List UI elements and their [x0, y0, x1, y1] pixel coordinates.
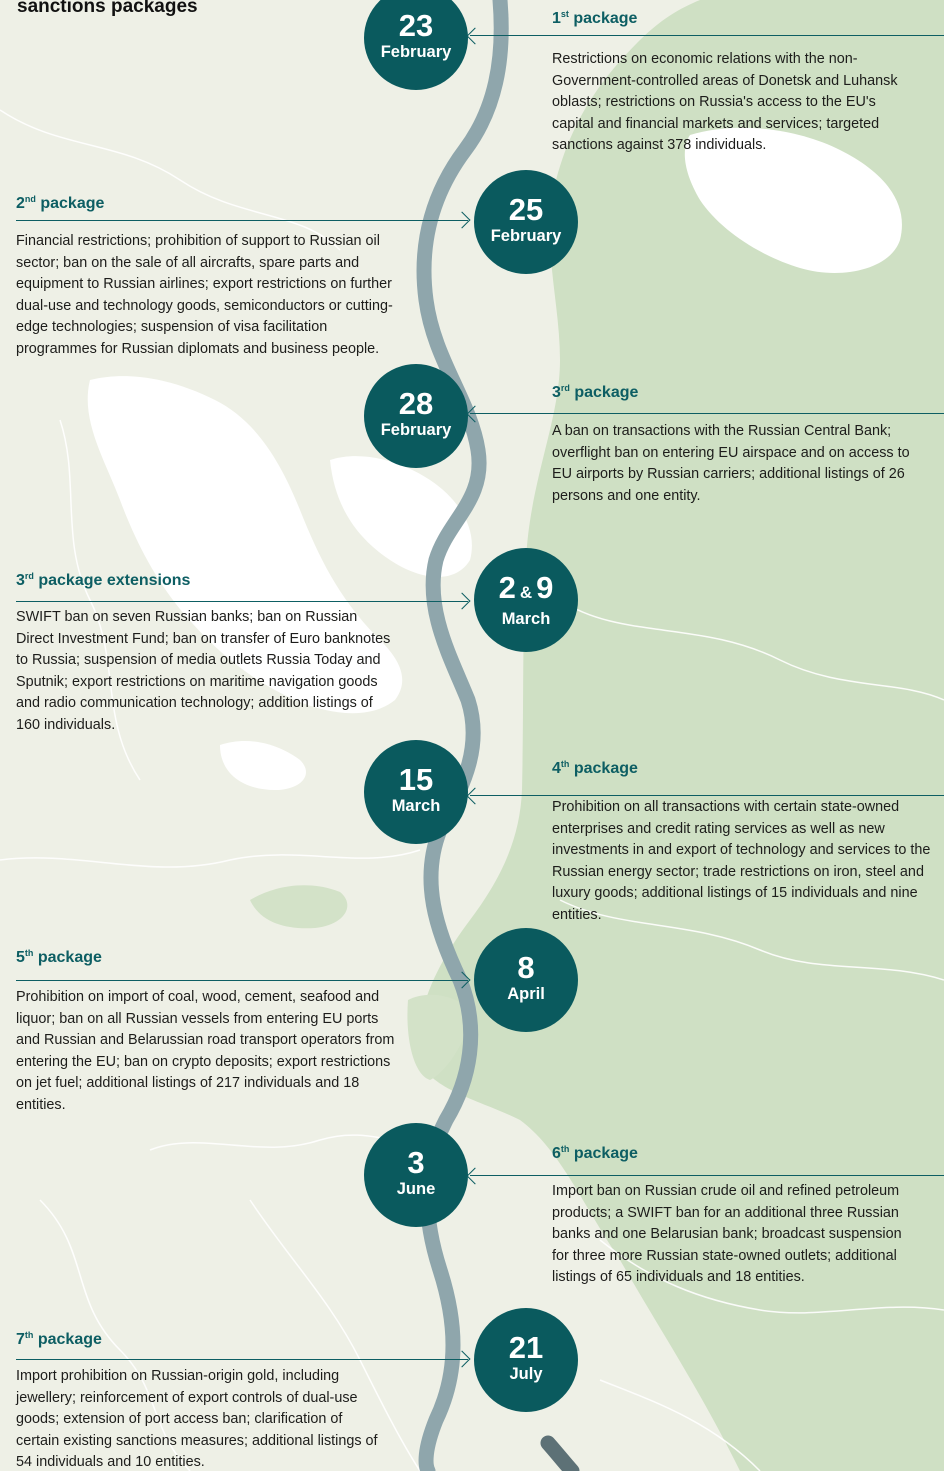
date-month: February	[380, 421, 452, 439]
package-description-3-extensions: SWIFT ban on seven Russian banks; ban on…	[16, 609, 391, 733]
package-number: 3	[552, 384, 561, 401]
green-patch-2	[407, 994, 471, 1080]
date-badge-6: 8 April	[474, 928, 578, 1032]
connector-line-5	[470, 795, 944, 796]
connector-line-7	[470, 1175, 944, 1176]
green-patch-1	[250, 885, 348, 929]
date-badge-8: 21 July	[474, 1308, 578, 1412]
package-label: package	[573, 1145, 638, 1162]
package-ordinal: nd	[24, 194, 36, 204]
package-number: 4	[552, 760, 561, 777]
package-description-3: A ban on transactions with the Russian C…	[552, 423, 910, 504]
sea-central	[87, 376, 403, 714]
date-badge-7: 3 June	[364, 1123, 468, 1227]
package-number: 1	[552, 10, 561, 27]
date-badge-1: 23 February	[364, 0, 468, 90]
package-heading-5: 5th package	[16, 948, 102, 967]
package-label: package	[574, 384, 639, 401]
date-day-start: 2	[498, 570, 516, 605]
package-label: package extensions	[38, 572, 191, 589]
package-number: 5	[16, 949, 25, 966]
date-month: March	[501, 610, 551, 628]
date-month: February	[490, 227, 562, 245]
page-title: sanctions packages	[17, 0, 198, 17]
date-badge-4: 2&9 March	[474, 548, 578, 652]
connector-line-4	[16, 601, 468, 602]
date-day-end: 9	[536, 570, 554, 605]
connector-line-8	[16, 1359, 468, 1360]
package-label: package	[37, 949, 102, 966]
date-badge-3: 28 February	[364, 364, 468, 468]
package-number: 3	[16, 572, 25, 589]
package-label: package	[573, 10, 638, 27]
date-badge-2: 25 February	[474, 170, 578, 274]
date-month: July	[509, 1365, 543, 1383]
package-label: package	[573, 760, 638, 777]
date-month: April	[507, 985, 545, 1003]
date-day: 15	[398, 762, 434, 797]
date-month: March	[391, 797, 441, 815]
connector-line-6	[16, 980, 468, 981]
package-description-7: Import prohibition on Russian-origin gol…	[16, 1368, 378, 1470]
ampersand: &	[519, 583, 533, 602]
date-month: June	[396, 1180, 436, 1198]
date-day: 3	[407, 1145, 425, 1180]
sea-north	[684, 127, 902, 273]
package-heading-7: 7th package	[16, 1330, 102, 1349]
package-heading-2: 2nd package	[16, 194, 105, 213]
package-description-6: Import ban on Russian crude oil and refi…	[552, 1183, 902, 1285]
package-ordinal: th	[24, 948, 34, 958]
river	[416, 0, 509, 1471]
package-description-4: Prohibition on all transactions with cer…	[552, 799, 931, 923]
package-heading-3-extensions: 3rd package extensions	[16, 571, 191, 590]
package-number: 6	[552, 1145, 561, 1162]
package-number: 7	[16, 1331, 25, 1348]
package-description-1: Restrictions on economic relations with …	[552, 51, 898, 153]
date-badge-5: 15 March	[364, 740, 468, 844]
river-tributary	[540, 1435, 580, 1471]
package-ordinal: st	[560, 9, 569, 19]
package-description-5: Prohibition on import of coal, wood, cem…	[16, 989, 395, 1113]
east-region	[418, 0, 944, 1471]
connector-line-1	[470, 35, 944, 36]
date-day: 28	[398, 386, 434, 421]
package-heading-3: 3rd package	[552, 383, 639, 402]
package-heading-4: 4th package	[552, 759, 638, 778]
date-month: February	[380, 43, 452, 61]
date-day: 23	[398, 8, 434, 43]
date-day: 21	[508, 1330, 544, 1365]
package-ordinal: th	[560, 1144, 570, 1154]
connector-line-2	[16, 220, 468, 221]
package-description-2: Financial restrictions; prohibition of s…	[16, 233, 393, 357]
package-number: 2	[16, 195, 25, 212]
sea-south	[220, 740, 306, 790]
package-label: package	[37, 1331, 102, 1348]
package-label: package	[40, 195, 105, 212]
package-ordinal: th	[24, 1330, 34, 1340]
package-ordinal: rd	[560, 383, 570, 393]
connector-line-3	[470, 413, 944, 414]
date-day: 25	[508, 192, 544, 227]
package-ordinal: rd	[24, 571, 34, 581]
date-day-range: 2&9	[474, 572, 578, 609]
package-ordinal: th	[560, 759, 570, 769]
date-day: 8	[517, 950, 535, 985]
package-heading-6: 6th package	[552, 1144, 638, 1163]
package-heading-1: 1st package	[552, 9, 638, 28]
